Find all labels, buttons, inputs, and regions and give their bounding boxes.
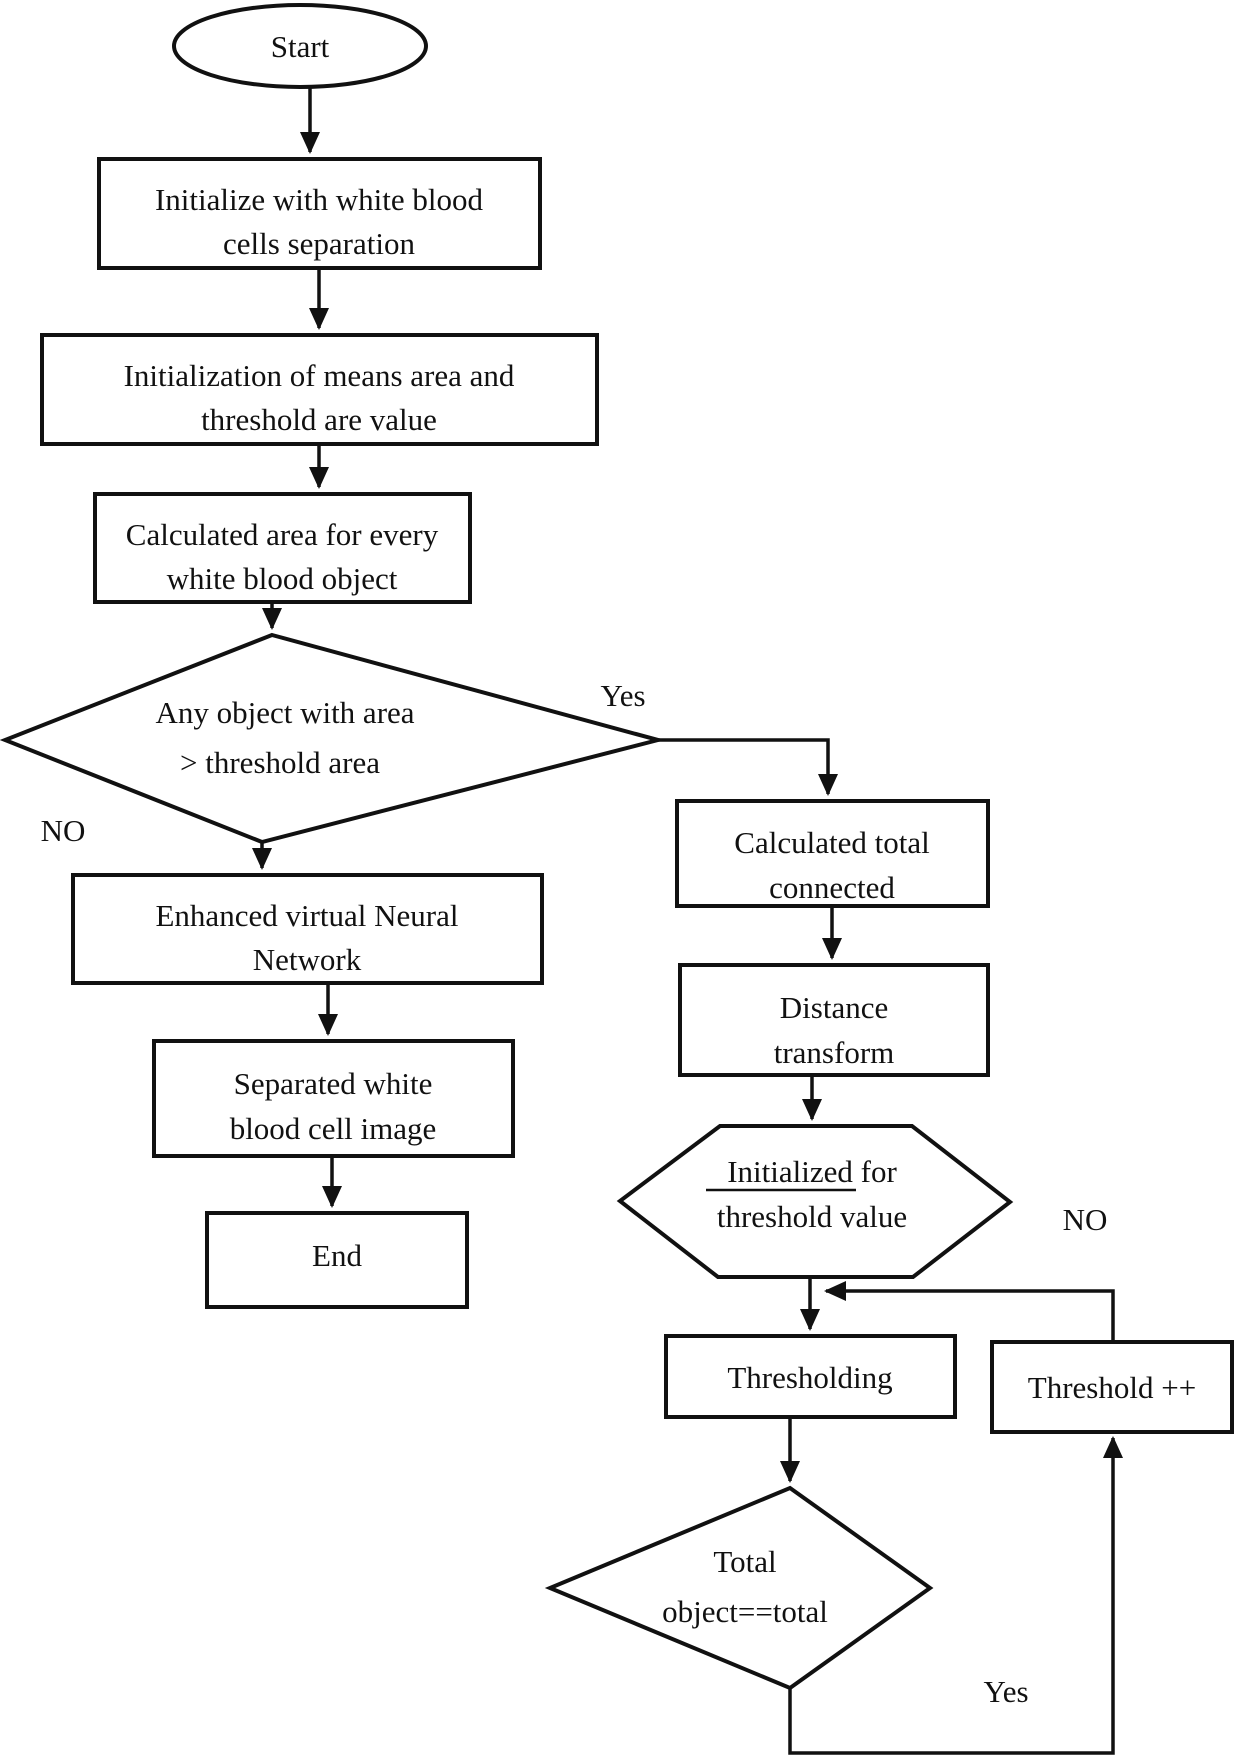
total-decision-line1: Total bbox=[713, 1544, 776, 1579]
calculated-total-line1: Calculated total bbox=[734, 825, 929, 860]
start-label: Start bbox=[271, 29, 330, 64]
calculated-area-line1: Calculated area for every bbox=[126, 517, 439, 552]
means-line2: threshold are value bbox=[201, 402, 437, 437]
edge-decision-yes-to-connected bbox=[658, 738, 838, 796]
node-means-threshold: Initialization of means area and thresho… bbox=[40, 333, 599, 446]
calculated-area-box bbox=[93, 492, 472, 604]
thresholding-box bbox=[664, 1334, 957, 1419]
evnn-line2: Network bbox=[253, 942, 362, 977]
separated-line2: blood cell image bbox=[230, 1111, 437, 1146]
node-calculated-area: Calculated area for every white blood ob… bbox=[93, 492, 472, 604]
threshold-hex-line1: Initialized for bbox=[727, 1154, 897, 1189]
distance-transform-box bbox=[678, 963, 990, 1077]
area-decision-diamond bbox=[0, 632, 666, 845]
node-area-decision: Any object with area > threshold area bbox=[0, 632, 666, 845]
means-line1: Initialization of means area and bbox=[124, 358, 515, 393]
separated-box bbox=[152, 1039, 515, 1158]
evnn-line1: Enhanced virtual Neural bbox=[156, 898, 459, 933]
node-end: End bbox=[205, 1211, 469, 1309]
no-area-label: NO bbox=[41, 813, 86, 848]
node-thresholding: Thresholding bbox=[664, 1334, 957, 1419]
node-calculated-total: Calculated total connected bbox=[675, 799, 990, 908]
threshold-increment-label: Threshold ++ bbox=[1028, 1370, 1196, 1405]
node-threshold-hexagon: Initialized for threshold value bbox=[616, 1124, 1014, 1279]
threshold-hex-line2: threshold value bbox=[717, 1199, 907, 1234]
yes-total-label: Yes bbox=[983, 1674, 1028, 1709]
threshold-hexagon bbox=[616, 1124, 1014, 1279]
node-total-decision: Total object==total bbox=[544, 1485, 934, 1691]
separated-line1: Separated white bbox=[234, 1066, 433, 1101]
area-decision-line1: Any object with area bbox=[155, 695, 414, 730]
node-threshold-increment: Threshold ++ bbox=[990, 1340, 1234, 1434]
total-decision-line2: object==total bbox=[662, 1594, 828, 1629]
edge-increment-back-to-spine bbox=[824, 1281, 1115, 1342]
node-initialize: Initialize with white blood cells separa… bbox=[97, 157, 542, 270]
calculated-total-line2: connected bbox=[769, 870, 895, 905]
node-start: Start bbox=[172, 3, 428, 89]
means-threshold-box bbox=[40, 333, 599, 446]
calculated-area-line2: white blood object bbox=[167, 561, 398, 596]
thresholding-label: Thresholding bbox=[727, 1360, 892, 1395]
initialize-line2: cells separation bbox=[223, 226, 415, 261]
edge-total-yes-to-increment bbox=[788, 1436, 1123, 1755]
start-ellipse bbox=[172, 3, 428, 89]
connectors bbox=[252, 88, 1123, 1755]
end-box bbox=[205, 1211, 469, 1309]
node-evnn: Enhanced virtual Neural Network bbox=[71, 873, 544, 985]
no-threshold-label: NO bbox=[1063, 1202, 1108, 1237]
calculated-total-box bbox=[675, 799, 990, 908]
area-decision-line2: > threshold area bbox=[180, 745, 380, 780]
distance-line1: Distance bbox=[780, 990, 888, 1025]
node-distance-transform: Distance transform bbox=[678, 963, 990, 1077]
end-label: End bbox=[312, 1238, 362, 1273]
initialize-line1: Initialize with white blood bbox=[155, 182, 484, 217]
initialize-box bbox=[97, 157, 542, 270]
yes-area-label: Yes bbox=[600, 678, 645, 713]
threshold-increment-box bbox=[990, 1340, 1234, 1434]
evnn-box bbox=[71, 873, 544, 985]
node-separated: Separated white blood cell image bbox=[152, 1039, 515, 1158]
distance-line2: transform bbox=[774, 1035, 895, 1070]
total-decision-diamond bbox=[544, 1485, 934, 1691]
